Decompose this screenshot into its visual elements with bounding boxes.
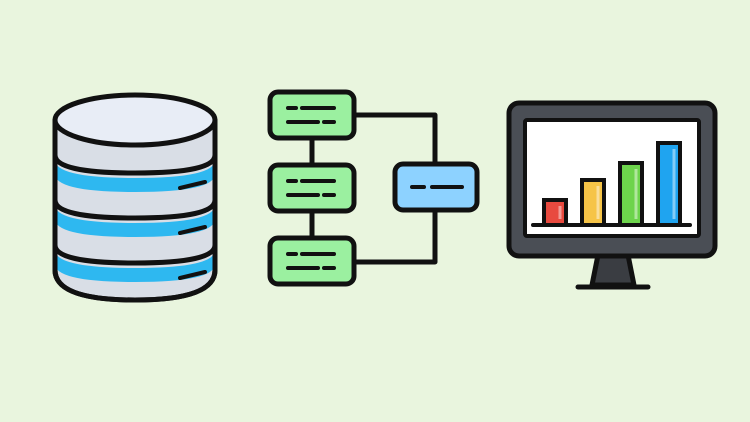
workflow-node (267, 235, 357, 287)
database-stripe (55, 160, 215, 192)
workflow-node (267, 162, 357, 214)
chart-bar (618, 161, 644, 227)
connector-line (355, 112, 438, 163)
database-icon (52, 92, 218, 303)
workflow-node (267, 89, 357, 141)
chart-bar (656, 141, 682, 227)
database-divider (52, 244, 218, 266)
database-highlight (178, 270, 207, 280)
database-highlight (178, 180, 207, 190)
database-divider (52, 199, 218, 221)
database-highlight (178, 225, 207, 235)
database-stripe (55, 205, 215, 237)
monitor-screen (523, 118, 701, 238)
database-top (52, 92, 218, 148)
monitor-stand (589, 252, 637, 288)
database-divider (52, 154, 218, 176)
monitor-chart-icon (506, 100, 718, 290)
database-stripe (55, 250, 215, 282)
chart-bar (580, 178, 606, 227)
workflow-diagram-icon (267, 89, 480, 287)
chart-bar (542, 198, 568, 227)
connector-line (355, 212, 438, 265)
database-outline (52, 120, 218, 303)
